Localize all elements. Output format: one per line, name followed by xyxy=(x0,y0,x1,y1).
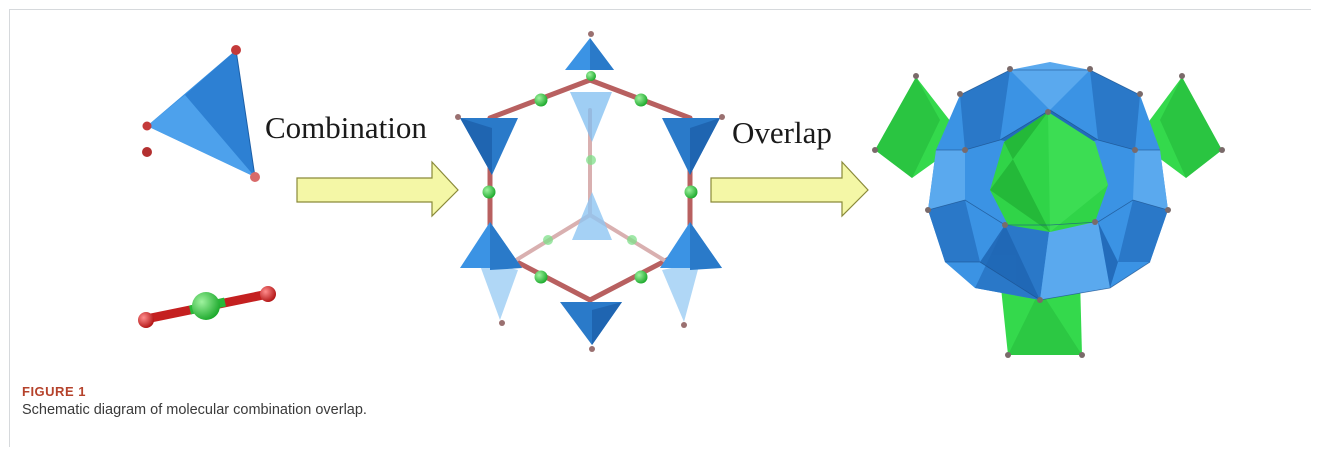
figure-frame xyxy=(9,9,1311,447)
arrow-overlap xyxy=(710,160,869,218)
molecular-diagram: Combination xyxy=(138,31,1225,358)
overlap-label: Overlap xyxy=(732,115,832,150)
ring-structure xyxy=(455,31,725,352)
combination-label: Combination xyxy=(265,110,427,145)
linker-molecule xyxy=(138,286,276,328)
single-tetrahedron xyxy=(142,45,260,182)
arrow-combination xyxy=(296,160,459,218)
figure-caption-title: FIGURE 1 xyxy=(22,384,86,399)
cluster-structure xyxy=(872,62,1225,358)
figure-caption-text: Schematic diagram of molecular combinati… xyxy=(22,402,367,418)
